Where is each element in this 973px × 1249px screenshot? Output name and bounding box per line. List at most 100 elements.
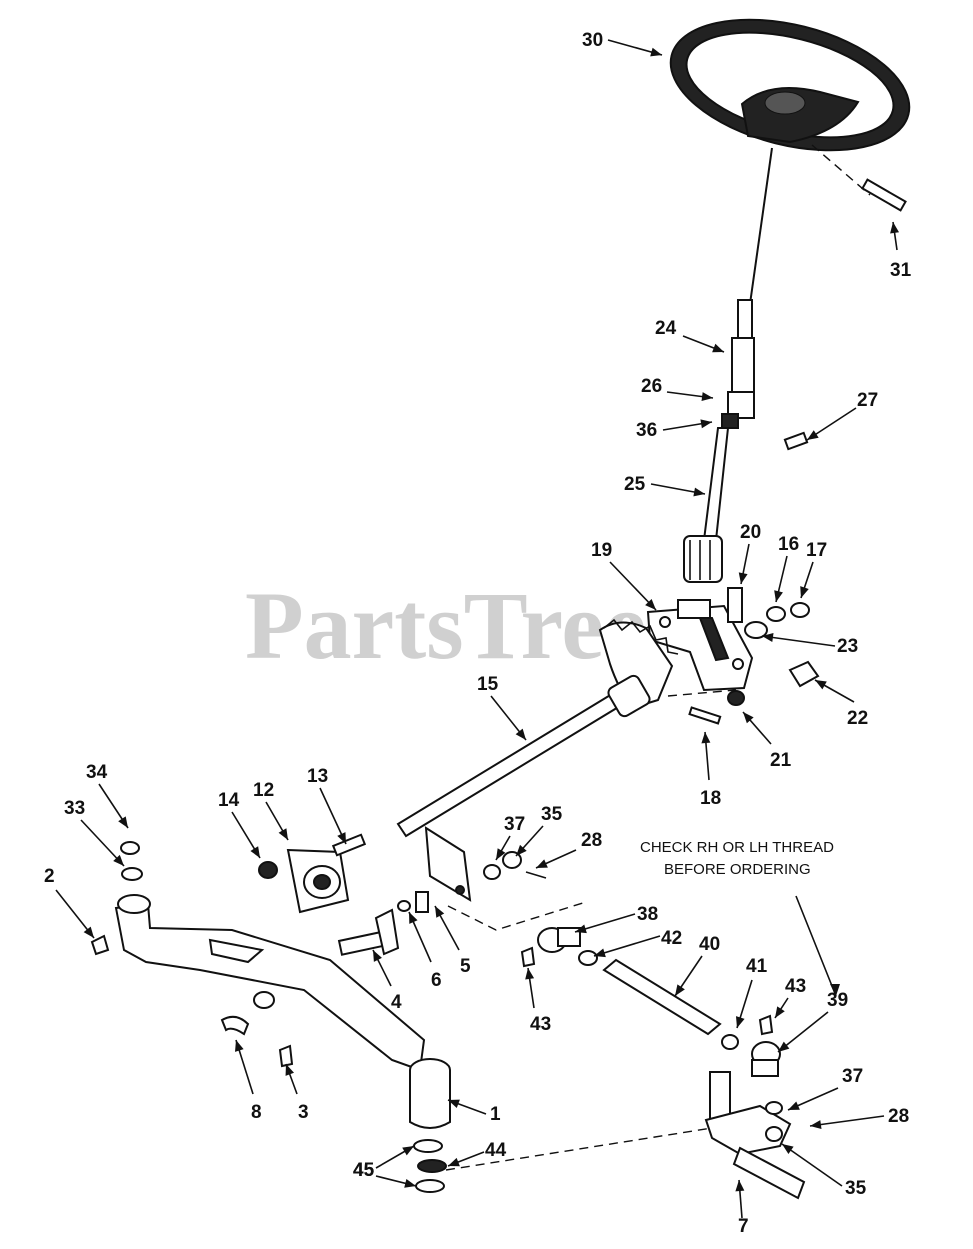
part-number-c28b: 28: [888, 1106, 909, 1127]
sector-gear: [598, 618, 679, 710]
part-number-c12: 12: [253, 780, 274, 801]
part-number-c35b: 35: [845, 1178, 867, 1199]
callout-arrowhead-c28b: [810, 1120, 822, 1129]
washer: [121, 867, 143, 881]
cotter-pin: [525, 871, 547, 879]
callout-arrowhead-c14: [250, 846, 260, 858]
part-number-c30: 30: [582, 30, 603, 51]
part-number-c31: 31: [890, 260, 912, 281]
callout-arrowhead-c16: [774, 590, 783, 602]
part-number-c18: 18: [700, 788, 721, 809]
part-number-c45a: 45: [353, 1160, 375, 1181]
thrust-bearing: [417, 1159, 447, 1173]
retaining-clip: [220, 1015, 250, 1036]
washer: [766, 606, 786, 622]
retaining-ring: [120, 841, 140, 855]
callout-leader-c23: [761, 635, 836, 647]
callout-arrowhead-c23: [762, 633, 774, 642]
grease-fitting: [90, 934, 110, 956]
part-number-c21: 21: [770, 750, 792, 771]
ball-joint: [751, 1041, 781, 1077]
nut: [727, 690, 745, 706]
part-number-c41: 41: [746, 956, 768, 977]
hex-nut: [258, 861, 278, 879]
part-number-c5: 5: [460, 956, 471, 977]
callout-arrowhead-c2: [83, 926, 94, 938]
nut: [483, 864, 501, 880]
thread-note-line-2: BEFORE ORDERING: [664, 861, 811, 878]
part-number-c24: 24: [655, 318, 677, 339]
thread-note-line-1: CHECK RH OR LH THREAD: [640, 839, 834, 856]
part-number-c23: 23: [837, 636, 858, 657]
callout-arrowhead-c35a: [516, 844, 527, 856]
callout-arrowhead-c33: [113, 854, 124, 866]
callout-arrowhead-c8: [235, 1040, 244, 1052]
flange-bearing: [286, 848, 350, 914]
callout-arrowhead-c43a: [775, 1006, 785, 1018]
callout-arrowhead-c35b: [782, 1144, 794, 1154]
part-number-c35a: 35: [541, 804, 563, 825]
part-number-c25: 25: [624, 474, 646, 495]
castle-nut: [765, 1126, 783, 1142]
part-number-c36: 36: [636, 420, 657, 441]
callout-arrowhead-c7: [735, 1180, 745, 1192]
tie-rod-end: [537, 927, 581, 953]
steering-arm: [337, 908, 400, 956]
jam-nut: [578, 950, 598, 966]
callout-arrowhead-c5: [435, 906, 445, 918]
washer: [415, 1179, 445, 1193]
tie-rod: [602, 958, 722, 1036]
part-number-c7: 7: [738, 1216, 749, 1237]
bushing: [744, 621, 768, 639]
callout-arrowhead-c21: [743, 712, 754, 724]
lower-steering-shaft: [683, 427, 730, 583]
callout-leader-c28b: [809, 1115, 885, 1127]
callout-arrowhead-c43b: [525, 968, 535, 980]
callout-arrowhead-c45a: [402, 1146, 414, 1156]
cotter-pin: [688, 706, 722, 725]
callout-arrowhead-c25: [693, 487, 705, 497]
callout-leader-c19: [609, 561, 657, 611]
callout-arrowhead-c3: [285, 1064, 295, 1076]
grease-fitting: [520, 946, 536, 968]
spindle: [704, 1071, 806, 1200]
callout-arrowhead-c17: [800, 586, 809, 598]
callout-arrowhead-c30: [650, 47, 662, 57]
callout-arrowhead-c24: [712, 343, 724, 353]
upper-steering-shaft: [721, 299, 755, 429]
lock-washer: [790, 602, 810, 618]
part-number-c37b: 37: [842, 1066, 863, 1087]
callout-arrowhead-c4: [373, 950, 382, 962]
part-number-c27: 27: [857, 390, 878, 411]
callout-leader-c42: [593, 935, 661, 957]
part-number-c1: 1: [490, 1104, 501, 1125]
part-number-c40: 40: [699, 934, 720, 955]
part-number-c28a: 28: [581, 830, 602, 851]
part-number-c19: 19: [591, 540, 612, 561]
callout-arrowhead-c31: [890, 222, 900, 234]
callout-arrowhead-c37b: [788, 1101, 800, 1110]
thread-note-leader: [795, 895, 837, 997]
part-number-c43b: 43: [530, 1014, 551, 1035]
nut: [765, 1101, 783, 1115]
callout-arrowhead-c26: [701, 392, 713, 402]
grease-fitting: [758, 1014, 774, 1036]
callout-arrowhead-c6: [409, 912, 418, 924]
jam-nut: [721, 1034, 739, 1050]
part-number-c38: 38: [637, 904, 658, 925]
callout-arrowhead-c37a: [496, 848, 506, 860]
callout-arrowhead-c1: [448, 1099, 460, 1109]
callout-arrowhead-c13: [337, 832, 346, 844]
part-number-c26: 26: [641, 376, 662, 397]
part-number-c6: 6: [431, 970, 442, 991]
callout-arrowhead-c18: [701, 732, 711, 744]
grease-fitting: [278, 1044, 294, 1068]
part-number-c39: 39: [827, 990, 848, 1011]
grease-fitting: [788, 660, 820, 688]
callout-arrowhead-c27: [807, 430, 819, 440]
callout-arrowhead-c19: [645, 598, 656, 610]
callout-arrowhead-c34: [118, 816, 128, 828]
bolt: [727, 587, 743, 623]
